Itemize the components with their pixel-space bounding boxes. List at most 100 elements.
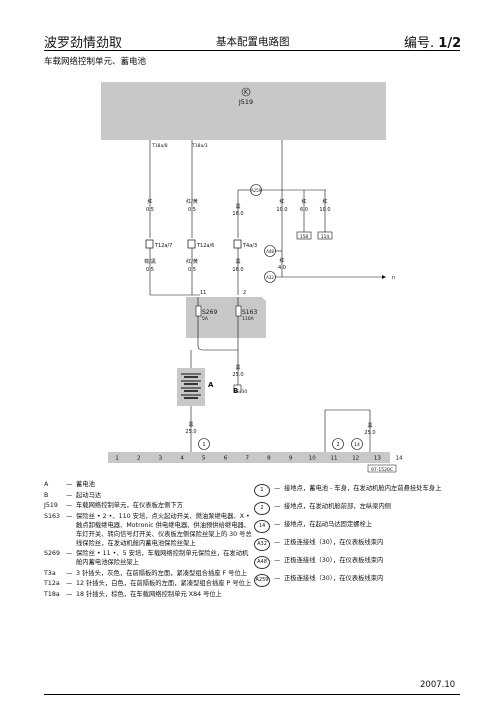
- ref-box-label: 114: [321, 234, 330, 240]
- fuse-s163: [235, 305, 242, 317]
- page-number: 编号. 1/2: [404, 32, 461, 51]
- wire-size: 0.5: [146, 267, 154, 273]
- wire-color: 红: [301, 198, 306, 205]
- scale-number: 7: [245, 456, 249, 462]
- legend-dash: —: [274, 485, 281, 492]
- fuse-id: S163: [242, 309, 257, 316]
- document-subtitle: 车载网络控制单元、蓄电池: [44, 57, 147, 67]
- ground-symbol: 2: [254, 502, 270, 515]
- legend-key: T3a: [44, 569, 56, 577]
- connector-pin: [233, 239, 242, 249]
- wire-color: 红: [279, 198, 284, 205]
- junction-label: A259: [251, 188, 262, 193]
- module-symbol: K: [244, 89, 249, 96]
- wire-color: 黑: [235, 365, 240, 371]
- legend-value: 蓄电池: [76, 481, 95, 488]
- module-id: J519: [238, 98, 253, 106]
- ref-box: [317, 231, 333, 240]
- ground-symbol: A48: [254, 556, 270, 569]
- legend-value: 正极连接线（30），在仪表板线束内: [284, 539, 384, 546]
- footer-rule: [44, 694, 460, 695]
- page-value: 1/2: [438, 36, 462, 51]
- legend-value: 保险丝 • 2 •、110 安培，点火起动开关、燃油泵继电器、X • 触点卸载继…: [76, 512, 252, 547]
- scale-number: 12: [352, 456, 359, 462]
- legend-value: 接地点，在发动机舱前部，左纵梁内侧: [284, 503, 392, 510]
- connector-label: T12a/7: [154, 243, 172, 249]
- legend-row: A259—正极连接线（30），在仪表板线束内: [254, 574, 464, 587]
- legend-key: A: [44, 481, 49, 488]
- legend-key: S269: [44, 550, 61, 557]
- ground-label: 14: [354, 442, 360, 448]
- wire-color: 红/黄: [186, 258, 198, 265]
- legend-dash: —: [274, 557, 281, 564]
- legend-dash: —: [66, 491, 73, 499]
- document-section: 基本配置电路图: [216, 36, 290, 48]
- legend-row: B—起动马达: [44, 491, 254, 500]
- junction-label: A48: [266, 249, 274, 254]
- legend-row: A32—正极连接线（30），在仪表板线束内: [254, 538, 464, 551]
- wire-color: 红: [147, 198, 152, 205]
- scale-number: 9: [289, 456, 293, 462]
- legend-dash: —: [66, 512, 73, 520]
- scale-number: 4: [180, 456, 184, 462]
- legend-key: S163: [44, 512, 61, 520]
- connector-label: T18a/3: [191, 143, 208, 149]
- fuse-pin: 2: [243, 290, 246, 296]
- ground-symbol: 1: [254, 484, 270, 497]
- wire-size: 6.0: [300, 207, 308, 213]
- footer-date: 2007.10: [420, 680, 456, 690]
- legend-value: 12 针插头，白色，在前隔板的左面，紧凑型组合插座 P 号位上: [76, 580, 252, 587]
- legend-row: T3a—3 针插头，灰色，在前隔板的左面，紧凑型组合插座 F 号位上: [44, 569, 254, 578]
- legend-key: J519: [44, 502, 58, 509]
- wire-size: 10.0: [276, 207, 287, 213]
- legend-row: T12a—12 针插头，白色，在前隔板的左面，紧凑型组合插座 P 号位上: [44, 579, 254, 588]
- scale-number: 11: [331, 456, 338, 462]
- scale-bar: [108, 452, 390, 463]
- wire-color: 黑: [235, 204, 240, 210]
- ref-box-label: 158: [300, 234, 309, 240]
- legend-key: B: [44, 491, 49, 499]
- ref-code-box: [367, 464, 397, 473]
- fuse-value: 5A: [202, 316, 209, 322]
- legend-row: A—蓄电池: [44, 480, 254, 489]
- legend-row: S163 —保险丝 • 2 •、110 安培，点火起动开关、燃油泵继电器、X • …: [44, 512, 254, 548]
- legend-value: 正极连接线（30），在仪表板线束内: [284, 557, 384, 564]
- wire-color: 棕/黑: [144, 258, 156, 265]
- fuse-id: S269: [202, 309, 217, 316]
- legend-key: T18a: [44, 590, 60, 598]
- wire-size: 25.0: [232, 372, 243, 378]
- legend-dash: —: [274, 575, 281, 582]
- wire-size: 16.0: [232, 267, 243, 273]
- legend-value: 车载网络控制单元，在仪表板左侧下方: [76, 502, 184, 509]
- legend-key: T12a: [44, 580, 60, 587]
- wire-size: 0.5: [188, 267, 196, 273]
- ground-point-2: [332, 438, 344, 450]
- connector-pin: [187, 239, 196, 249]
- legend-value: 正极连接线（30），在仪表板线束内: [284, 575, 384, 582]
- connector-label: T4a/3: [242, 243, 257, 249]
- fuse-value: 110A: [242, 316, 255, 322]
- scale-number: 13: [374, 456, 381, 462]
- ground-symbol: A32: [254, 538, 270, 551]
- legend-dash: —: [274, 521, 281, 528]
- ground-symbol: 14: [254, 520, 270, 533]
- wire-size: 16.0: [232, 211, 243, 217]
- legend-row: J519—车载网络控制单元，在仪表板左侧下方: [44, 501, 254, 510]
- module-symbol-circle: [241, 87, 251, 97]
- ground-label: 2: [336, 442, 339, 448]
- wire-color: 红: [279, 257, 284, 264]
- legend-row: T18a—18 针插头，棕色，在车载网络控制单元 X84 号位上: [44, 590, 254, 599]
- legend-row: S269—保险丝 • 11 •、5 安培，车载网络控制单元保险丝，在发动机舱内蓄…: [44, 549, 254, 567]
- arrow-head: [382, 275, 386, 279]
- legend-row: 1—接地点，蓄电池 - 车身，在发动机舱内左前悬挂处车身上: [254, 484, 464, 497]
- scale-number: 6: [224, 456, 228, 462]
- starter-term: /30: [240, 389, 247, 395]
- wire-size: 0.5: [188, 207, 196, 213]
- fuse-s269: [195, 305, 202, 317]
- wire-size: 0.5: [146, 207, 154, 213]
- scale-number: 1: [115, 456, 119, 462]
